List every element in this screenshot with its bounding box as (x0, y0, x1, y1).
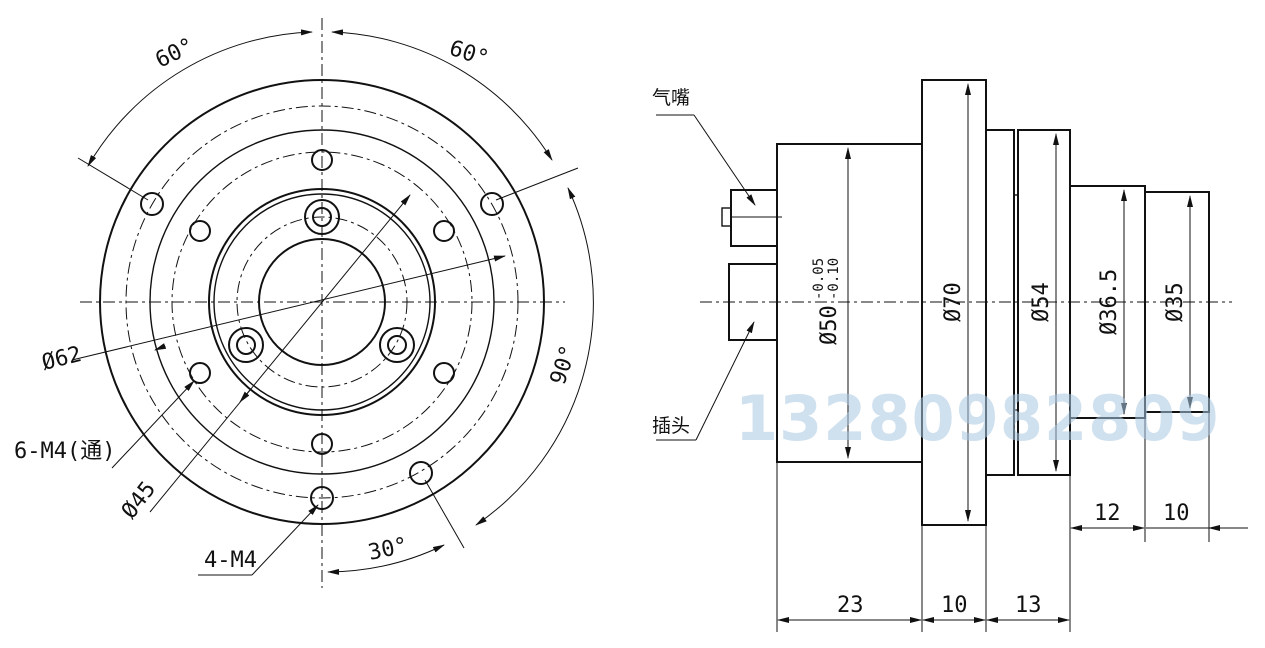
angle-label-60-left: 60° (152, 33, 199, 73)
dia-62-leader (71, 255, 506, 361)
inner-hole (433, 220, 455, 242)
bore-circle (258, 238, 386, 366)
dia-70-label: Ø70 (941, 282, 966, 322)
side-view: Ø50 -0.05 -0.10 Ø70 Ø54 Ø36.5 Ø35 23 10 … (652, 79, 1248, 632)
dia-45-label: Ø45 (117, 477, 161, 524)
tol-lower-label: -0.10 (826, 258, 842, 300)
plug-leader (695, 321, 755, 441)
angle-label-60-right: 60° (446, 36, 492, 72)
air-nozzle-leader (693, 114, 756, 206)
air-nozzle-tip (721, 207, 732, 227)
outer-hole (310, 486, 334, 510)
hub-inner-circle (213, 193, 431, 411)
dia-35-label: Ø35 (1163, 282, 1188, 322)
dia-45-leader (149, 194, 411, 513)
plug-label: 插头 (652, 415, 690, 437)
angle-arc-60-left (87, 29, 313, 167)
front-view: 60° 60° 90° 30° Ø62 Ø45 6-M4(通) 4-M4 (14, 18, 594, 588)
inner-hole (189, 220, 211, 242)
dia-365-label: Ø36.5 (1097, 269, 1122, 335)
inner-bolt-circle (171, 151, 473, 453)
len-13-label: 13 (1015, 593, 1042, 618)
len-23-label: 23 (837, 593, 864, 618)
dia-62-label: Ø62 (39, 342, 84, 376)
angle-arc-90 (475, 187, 594, 526)
outer-hole (409, 461, 433, 485)
m4-pitch-circle (236, 216, 408, 388)
len-10a-label: 10 (941, 593, 968, 618)
len-10b-label: 10 (1163, 501, 1190, 526)
shaft-d35 (1144, 191, 1210, 413)
holes-through-label: 6-M4(通) (14, 439, 115, 464)
dia-54-label: Ø54 (1029, 282, 1054, 322)
holes-through-leader (111, 380, 195, 469)
air-nozzle-label: 气嘴 (652, 87, 690, 109)
tol-upper-label: -0.05 (811, 258, 827, 300)
inner-hole (311, 433, 333, 455)
air-nozzle-body (730, 189, 778, 247)
hub-outer-circle (208, 188, 436, 416)
len-12-label: 12 (1094, 501, 1121, 526)
m4-threaded-hole (379, 327, 415, 363)
angle-arc-60-right (331, 29, 553, 161)
m4-threaded-hole (304, 199, 340, 235)
m4-threaded-hole (228, 327, 264, 363)
gap-step (985, 129, 1015, 476)
holes-threaded-leader (251, 504, 319, 576)
inner-hole (189, 362, 211, 384)
angle-label-90: 90° (546, 342, 582, 388)
inner-hole (433, 362, 455, 384)
outer-hole (140, 192, 164, 216)
holes-threaded-label: 4-M4 (204, 548, 257, 573)
phone-watermark: 13280982809 (735, 382, 1221, 455)
angle-arc-30 (327, 544, 445, 575)
dia-50-label: Ø50 (817, 305, 842, 345)
plug-body (728, 263, 778, 341)
